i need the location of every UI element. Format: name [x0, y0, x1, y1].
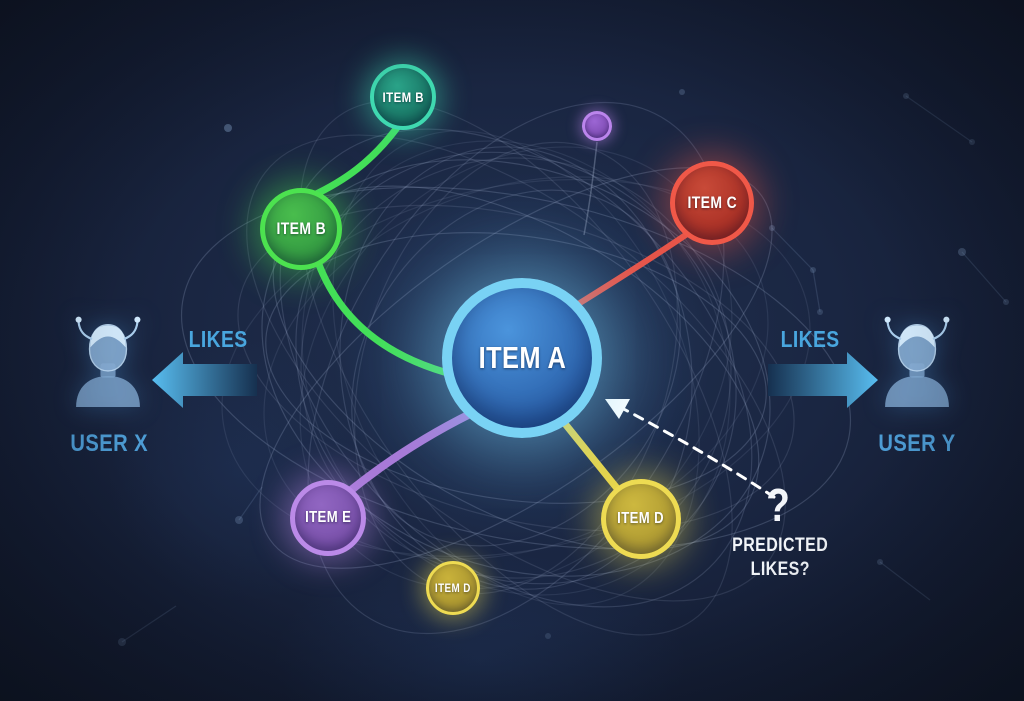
user-y-label: USER Y	[878, 430, 956, 457]
node-label: ITEM D	[435, 581, 471, 595]
user-x-label: USER X	[70, 430, 148, 457]
node-label: ITEM B	[382, 89, 424, 105]
node-item-a: ITEM A	[442, 278, 602, 438]
node-item-b-top: ITEM B	[370, 64, 436, 130]
node-item-e: ITEM E	[290, 480, 366, 556]
antenna-tip-right	[943, 316, 950, 323]
user-cap	[90, 325, 126, 348]
user-cap	[899, 325, 935, 348]
node-item-d-small: ITEM D	[426, 561, 480, 615]
node-item-d: ITEM D	[601, 479, 681, 559]
antenna-left	[77, 322, 93, 341]
user-y-icon	[875, 312, 959, 413]
user-x-icon	[66, 312, 150, 413]
antenna-left	[886, 322, 902, 341]
node-item-b-left: ITEM B	[260, 188, 342, 270]
antenna-tip-right	[134, 316, 141, 323]
antenna-right	[932, 322, 948, 341]
node-label: ITEM D	[617, 510, 665, 527]
antenna-tip-left	[75, 316, 82, 323]
user-torso	[76, 375, 140, 408]
likes-left-label: LIKES	[188, 326, 248, 352]
question-mark: ?	[766, 479, 790, 531]
node-label: ITEM C	[687, 193, 737, 212]
likes-right-label: LIKES	[780, 326, 840, 352]
node-label: ITEM B	[276, 219, 326, 238]
likes-arrow-left	[152, 352, 257, 408]
antenna-right	[123, 322, 139, 341]
node-label: ITEM E	[304, 509, 352, 526]
antenna-tip-left	[884, 316, 891, 323]
user-torso	[885, 375, 949, 408]
node-item-c: ITEM C	[670, 161, 754, 245]
likes-arrow-right	[768, 352, 878, 408]
node-purple-dot	[582, 111, 612, 141]
node-label: ITEM A	[478, 340, 566, 375]
predicted-likes-label: PREDICTED LIKES?	[731, 535, 828, 580]
